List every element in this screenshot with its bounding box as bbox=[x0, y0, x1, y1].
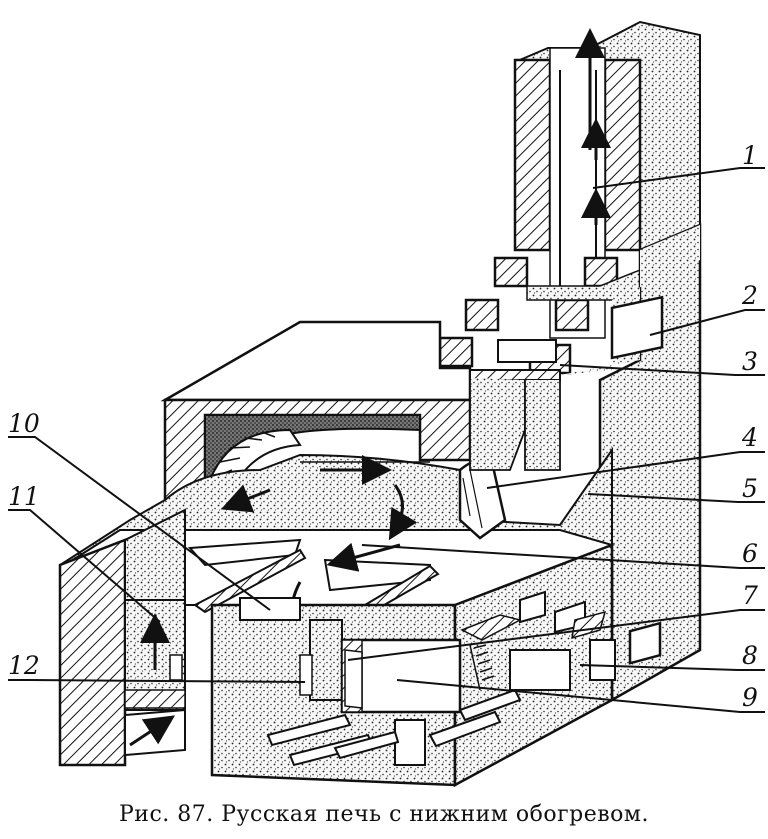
label-2: 2 bbox=[741, 281, 758, 310]
leader-line-8 bbox=[579, 664, 765, 671]
label-1: 1 bbox=[742, 141, 758, 170]
label-4: 4 bbox=[741, 423, 758, 452]
stove-right-wall bbox=[560, 223, 702, 703]
stove-left-wall bbox=[58, 508, 186, 767]
label-5: 5 bbox=[742, 474, 758, 503]
callout-labels: 1 2 3 4 5 6 7 8 9 10 11 12 bbox=[8, 141, 758, 712]
label-7: 7 bbox=[742, 581, 758, 610]
leader-line-7 bbox=[347, 609, 765, 661]
label-8: 8 bbox=[742, 641, 758, 670]
leader-line-12 bbox=[8, 679, 306, 683]
leader-line-5 bbox=[587, 493, 765, 503]
label-10: 10 bbox=[8, 409, 40, 438]
label-12: 12 bbox=[8, 651, 40, 680]
label-6: 6 bbox=[742, 539, 758, 568]
leader-line-2 bbox=[649, 309, 765, 336]
leader-line-6 bbox=[361, 544, 765, 569]
label-9: 9 bbox=[742, 683, 758, 712]
leader-line-1 bbox=[592, 167, 765, 189]
label-11: 11 bbox=[8, 482, 40, 511]
heating-chamber-details bbox=[460, 590, 662, 691]
leader-lines bbox=[8, 167, 765, 713]
figure-caption: Рис. 87. Русская печь с нижним обогревом… bbox=[119, 802, 649, 827]
hearth-slabs bbox=[187, 538, 440, 614]
leader-line-10 bbox=[8, 436, 271, 611]
label-3: 3 bbox=[742, 347, 758, 376]
leader-line-11 bbox=[8, 509, 161, 623]
leader-line-3 bbox=[559, 364, 765, 376]
stepped-masonry bbox=[438, 256, 641, 375]
leader-line-9 bbox=[396, 679, 765, 713]
leader-line-4 bbox=[486, 451, 765, 489]
